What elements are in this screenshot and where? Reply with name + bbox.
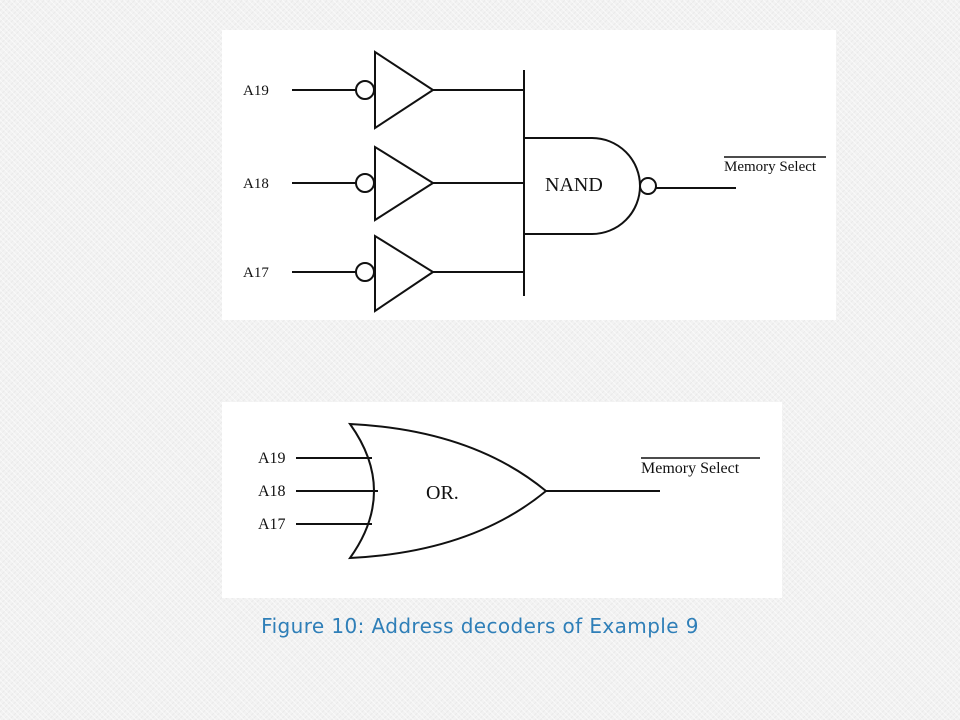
input-label-a18: A18 (243, 176, 269, 192)
or-input-label-a17: A17 (258, 516, 286, 533)
or-decoder-panel (222, 402, 782, 598)
memory-select-label-top: Memory Select (724, 159, 817, 175)
input-label-a17: A17 (243, 265, 269, 281)
inverter-a18 (292, 145, 524, 222)
or-input-label-a18: A18 (258, 483, 286, 500)
inverter-a17 (292, 234, 524, 313)
or-input-label-a19: A19 (258, 450, 286, 467)
nand-output-bubble (639, 177, 657, 195)
nand-gate-label: NAND (545, 174, 603, 196)
inverter-a19 (292, 50, 524, 130)
input-label-a19: A19 (243, 83, 269, 99)
or-gate-label: OR. (426, 482, 459, 504)
memory-select-label-bottom: Memory Select (641, 460, 740, 477)
figure-caption: Figure 10: Address decoders of Example 9 (261, 614, 699, 638)
or-gate (347, 422, 548, 560)
